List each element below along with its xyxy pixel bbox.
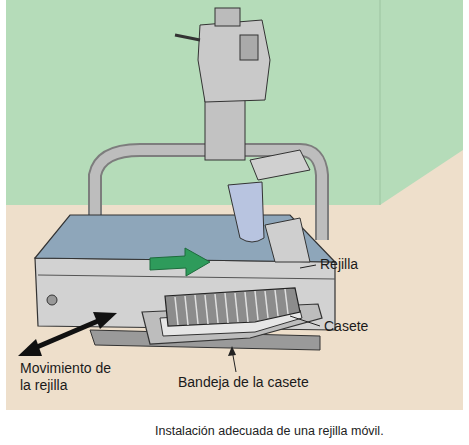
part-label: Movimiento de la rejilla — [20, 360, 115, 394]
drape — [228, 182, 264, 242]
wall-corner — [380, 0, 381, 205]
leader-line — [290, 316, 320, 326]
leader-line — [300, 265, 316, 268]
leader-arrowhead — [228, 346, 236, 356]
tube-panel — [240, 35, 258, 60]
floor — [6, 150, 463, 410]
control-panel — [250, 150, 310, 180]
part-label: Casete — [324, 318, 368, 335]
wall — [6, 0, 463, 410]
grid — [165, 288, 300, 326]
movement-arrowhead — [18, 339, 42, 356]
part-label: Rejilla — [320, 256, 358, 273]
grid-strips — [175, 289, 288, 325]
bucky-housing — [265, 218, 310, 262]
tube-head — [198, 20, 270, 102]
column — [205, 95, 245, 160]
movement-arrow — [30, 318, 105, 350]
table-knob — [47, 295, 57, 305]
figure-caption: Instalación adecuada de una rejilla móvi… — [155, 424, 384, 439]
insert-arrow — [150, 248, 210, 276]
tube-handle — [175, 35, 200, 40]
part-label: Bandeja de la casete — [178, 374, 309, 391]
tube-top — [215, 8, 240, 26]
movement-arrowhead — [93, 312, 117, 329]
